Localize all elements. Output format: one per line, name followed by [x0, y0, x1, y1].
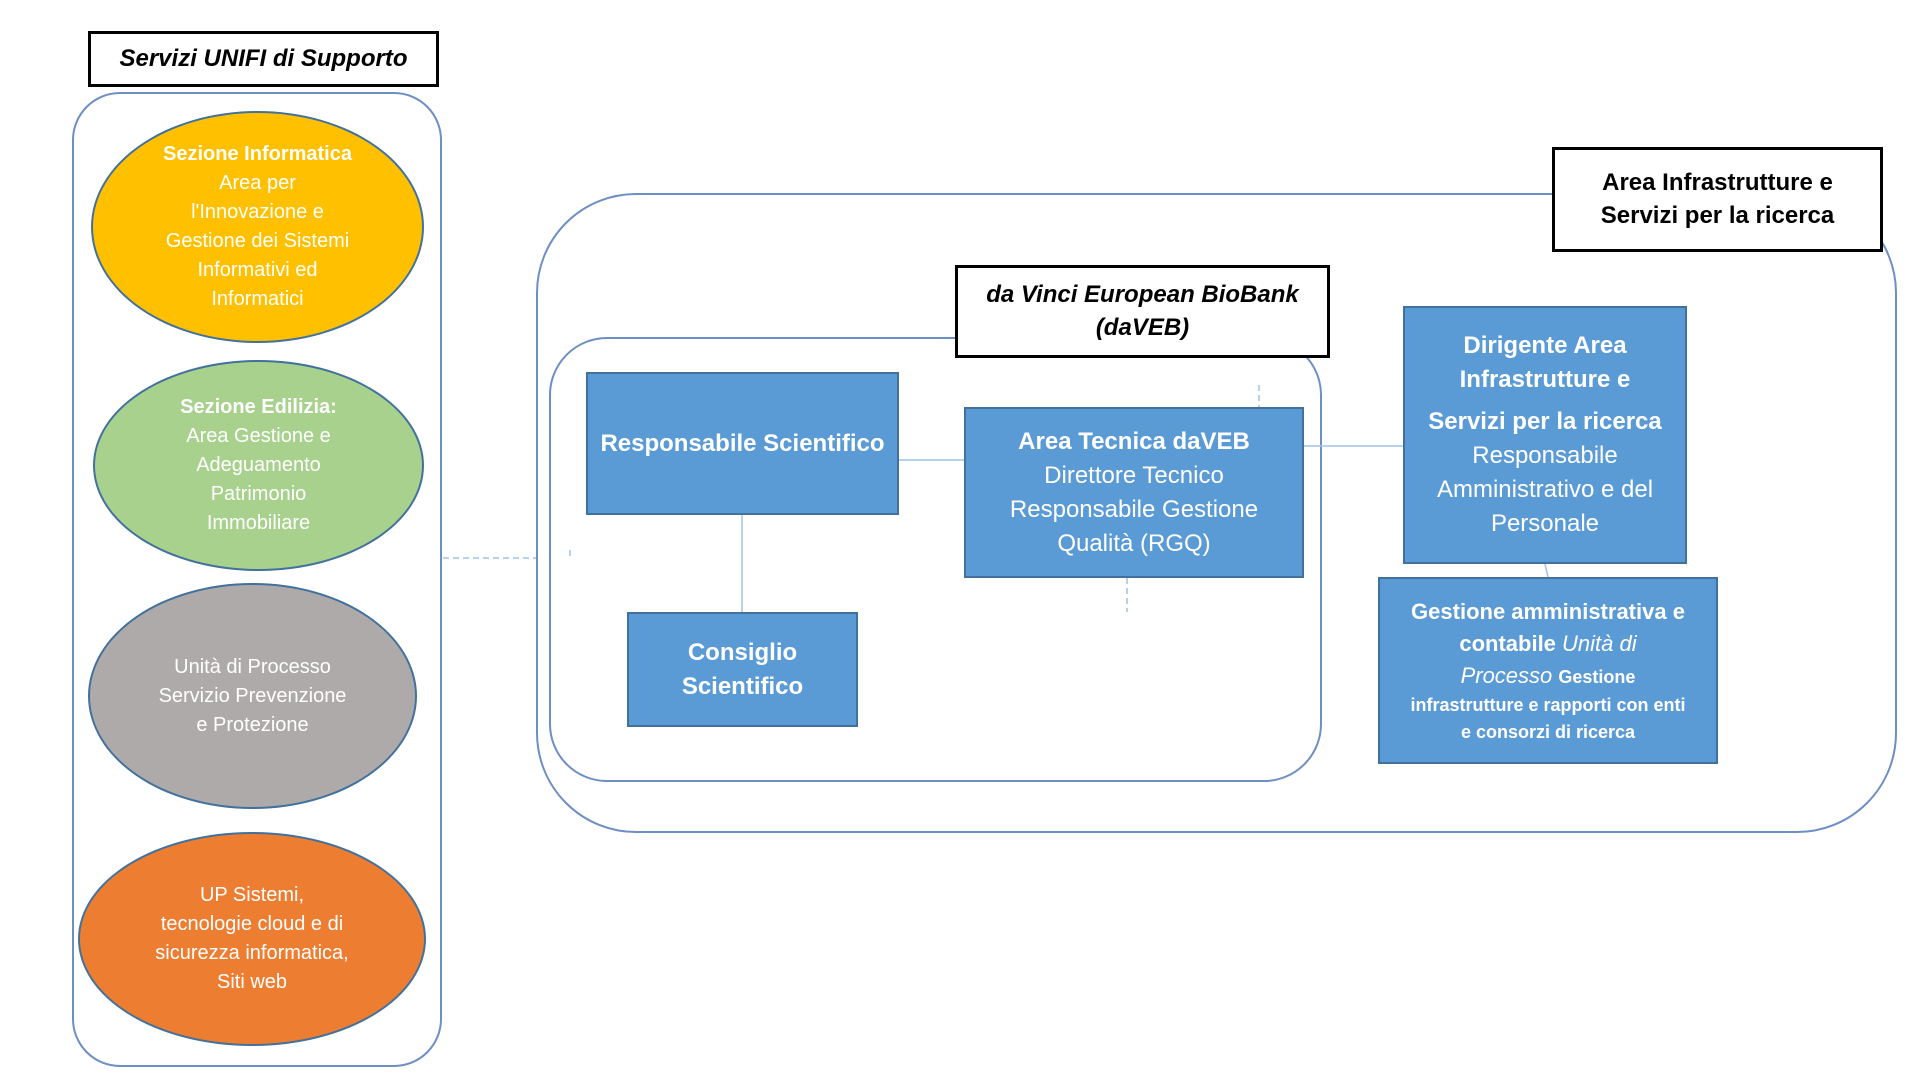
servizi-unifi-title: Servizi UNIFI di Supporto	[88, 31, 439, 87]
informatica-line: Area per	[219, 172, 296, 194]
edilizia-heading: Sezione Edilizia:	[180, 396, 337, 418]
area-tecnica-line: Qualità (RGQ)	[1057, 529, 1211, 557]
servizio-prevenzione-node: Unità di Processo Servizio Prevenzione e…	[88, 583, 417, 809]
edilizia-line: Immobiliare	[206, 512, 311, 534]
gestione-detail-line3: e consorzi di ricerca	[1460, 721, 1636, 742]
sistemi-line: tecnologie cloud e di	[160, 913, 344, 935]
gestione-detail-line2: infrastrutture e rapporti con enti	[1410, 694, 1686, 715]
dirigente-heading-line: Dirigente Area	[1463, 332, 1627, 359]
edilizia-line: Patrimonio	[210, 483, 307, 505]
gestione-italic-line1: Unità di	[1562, 630, 1637, 656]
area-title-line1: Area Infrastrutture e	[1602, 169, 1833, 197]
gestione-heading-line2: contabile	[1459, 630, 1556, 656]
dirigente-line: Amministrativo e del	[1436, 476, 1654, 503]
prevenzione-line: e Protezione	[196, 713, 309, 736]
dirigente-line: Responsabile	[1472, 442, 1618, 469]
daveb-title: da Vinci European BioBank (daVEB)	[955, 265, 1330, 358]
area-tecnica-line: Direttore Tecnico	[1044, 461, 1224, 489]
informatica-line: Informatici	[211, 288, 304, 310]
consiglio-line1: Consiglio	[687, 638, 798, 666]
sezione-edilizia-node: Sezione Edilizia: Area Gestione e Adegua…	[93, 360, 424, 571]
dirigente-heading-line: Servizi per la ricerca	[1428, 408, 1662, 435]
responsabile-label: Responsabile Scientifico	[600, 429, 885, 457]
sistemi-line: UP Sistemi,	[199, 884, 305, 906]
dirigente-line: Personale	[1490, 510, 1600, 537]
prevenzione-line: Unità di Processo	[174, 655, 331, 678]
sistemi-line: sicurezza informatica,	[155, 942, 349, 964]
area-tecnica-heading: Area Tecnica daVEB	[1018, 427, 1250, 455]
area-title-line2: Servizi per la ricerca	[1600, 201, 1835, 229]
gestione-italic-line2: Processo	[1460, 662, 1553, 688]
servizi-unifi-title-text: Servizi UNIFI di Supporto	[119, 44, 408, 72]
consiglio-line2: Scientifico	[681, 672, 804, 700]
gestione-detail-line1: Gestione	[1558, 666, 1636, 687]
sezione-informatica-node: Sezione Informatica Area per l'Innovazio…	[91, 111, 424, 343]
responsabile-scientifico-node: Responsabile Scientifico	[586, 372, 899, 515]
consiglio-scientifico-node: Consiglio Scientifico	[627, 612, 858, 727]
area-tecnica-line: Responsabile Gestione	[1009, 495, 1259, 523]
dirigente-heading-line: Infrastrutture e	[1459, 366, 1631, 393]
informatica-line: Informativi ed	[197, 259, 318, 281]
informatica-line: l'Innovazione e	[191, 201, 324, 223]
prevenzione-line: Servizio Prevenzione	[158, 684, 347, 707]
edilizia-line: Area Gestione e	[186, 425, 331, 447]
informatica-heading: Sezione Informatica	[163, 143, 352, 165]
connector-dirigente-gestione	[1544, 563, 1549, 578]
up-sistemi-node: UP Sistemi, tecnologie cloud e di sicure…	[78, 832, 426, 1046]
sistemi-line: Siti web	[216, 971, 288, 993]
gestione-heading-line1: Gestione amministrativa e	[1411, 598, 1685, 624]
gestione-amministrativa-node: Gestione amministrativa e contabile Unit…	[1378, 577, 1718, 764]
area-tecnica-node: Area Tecnica daVEB Direttore Tecnico Res…	[964, 407, 1304, 578]
informatica-line: Gestione dei Sistemi	[165, 230, 350, 252]
dirigente-area-node: Dirigente Area Infrastrutture e Servizi …	[1403, 306, 1687, 564]
daveb-title-line2: (daVEB)	[1095, 313, 1190, 341]
area-infrastrutture-title: Area Infrastrutture e Servizi per la ric…	[1552, 147, 1883, 252]
daveb-title-line1: da Vinci European BioBank	[986, 281, 1299, 309]
edilizia-line: Adeguamento	[196, 454, 321, 476]
